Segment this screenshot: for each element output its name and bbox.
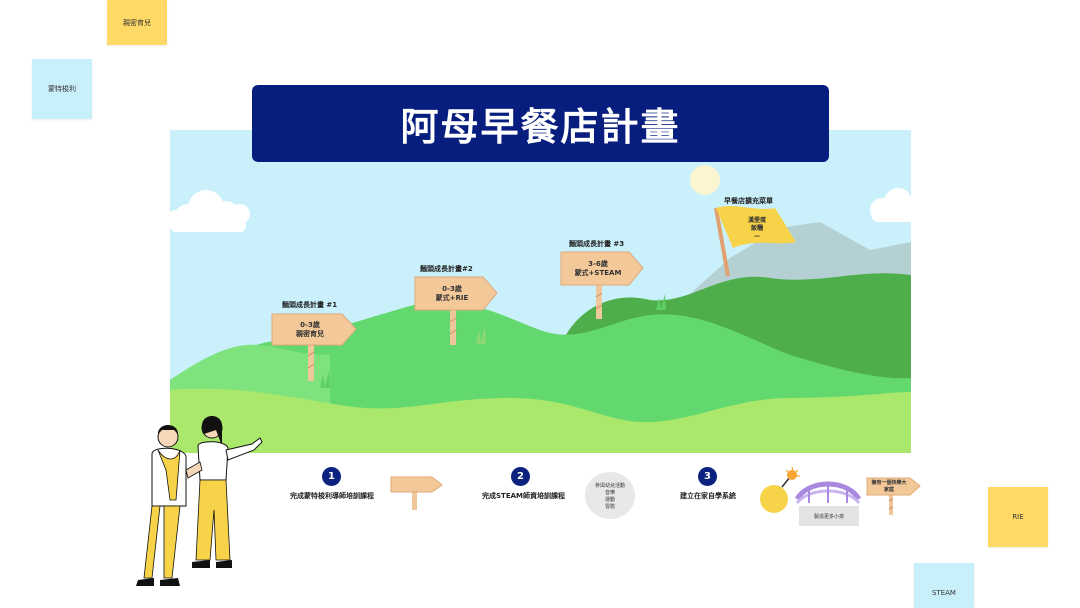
sign-2-line2: 蒙式+RIE — [435, 294, 469, 302]
sign-1-line2: 親密育兒 — [296, 330, 324, 338]
sign-2-heading: 麵頭成長計畫#2 — [420, 265, 473, 273]
page-title: 阿母早餐店計畫 — [400, 105, 681, 149]
sign-3-line2: 蒙式+STEAM — [574, 269, 622, 277]
sign-3-icon — [560, 251, 644, 319]
sticky-note-attachment[interactable]: 親密育兒 — [107, 0, 167, 45]
sign-1-heading: 麵頭成長計畫 #1 — [282, 301, 338, 309]
small-sign-icon — [390, 476, 443, 510]
bridge-icon — [795, 481, 861, 505]
sign-2-text: 0-3歲 蒙式+RIE — [416, 281, 488, 307]
activities-note-line2: 音樂 — [604, 490, 615, 496]
sign-2-line1: 0-3歲 — [442, 285, 462, 293]
sign-2-icon — [414, 276, 498, 345]
landscape-scene: 麵頭成長計畫 #1 0-3歲 親密育兒 麵頭成長計畫#2 0-3歲 蒙式+RIE… — [170, 130, 911, 453]
activities-note — [585, 472, 635, 519]
final-sign-line1: 擁有一個快樂大 — [871, 480, 907, 486]
sticky-note-montessori[interactable]: 蒙特梭利 — [32, 59, 92, 119]
step-3-badge: 3 — [698, 467, 717, 486]
activities-note-text: 參與幼兒活動 音樂 運動 冒險 — [585, 483, 635, 511]
sign-3-text: 3-6歲 蒙式+STEAM — [562, 256, 634, 282]
activities-note-line4: 冒險 — [604, 504, 615, 510]
final-sign-icon — [866, 477, 921, 515]
cloud-left-icon — [170, 190, 250, 232]
flag-text: 漢堡蛋 飯糰 — — [732, 214, 782, 244]
cloud-right-icon — [870, 188, 911, 222]
sticky-note-text: 蒙特梭利 — [48, 85, 76, 93]
sign-3-heading: 麵頭成長計畫 #3 — [569, 240, 625, 248]
flag-icon — [714, 206, 796, 277]
flag-line2: 飯糰 — [750, 225, 763, 232]
title-banner: 阿母早餐店計畫 — [252, 85, 829, 162]
step-1-label: 完成蒙特梭利導師培訓課程 — [290, 492, 374, 500]
bridge-caption: 製造更多小孩 — [813, 513, 844, 520]
sign-3-line1: 3-6歲 — [588, 260, 608, 268]
bomb-icon — [760, 466, 800, 513]
sticky-note-text: RIE — [1012, 513, 1024, 521]
step-2-label: 完成STEAM師資培訓課程 — [482, 492, 565, 500]
sticky-note-text: STEAM — [932, 588, 956, 597]
sign-1-line1: 0-3歲 — [300, 321, 320, 329]
activities-note-line3: 運動 — [604, 497, 615, 503]
final-sign-text: 擁有一個快樂大 家庭 — [867, 480, 911, 494]
landscape-illustration — [170, 130, 911, 453]
step-3-label: 建立在家自學系統 — [680, 492, 736, 500]
final-sign-line2: 家庭 — [883, 487, 894, 493]
step-1-badge: 1 — [322, 467, 341, 486]
sticky-note-rie[interactable]: RIE — [988, 487, 1048, 547]
flag-line3: — — [754, 233, 760, 240]
flag-heading: 早餐店擴充菜單 — [724, 197, 773, 205]
activities-note-line1: 參與幼兒活動 — [594, 483, 625, 489]
step-2-badge: 2 — [511, 467, 530, 486]
sticky-note-steam[interactable]: STEAM — [914, 563, 974, 608]
sign-1-text: 0-3歲 親密育兒 — [274, 317, 346, 343]
sign-1-icon — [271, 313, 357, 381]
bridge-caption-box: 製造更多小孩 — [799, 506, 859, 526]
couple-illustration-icon — [136, 416, 263, 586]
flag-line1: 漢堡蛋 — [747, 217, 766, 224]
sticky-note-text: 親密育兒 — [123, 18, 151, 27]
